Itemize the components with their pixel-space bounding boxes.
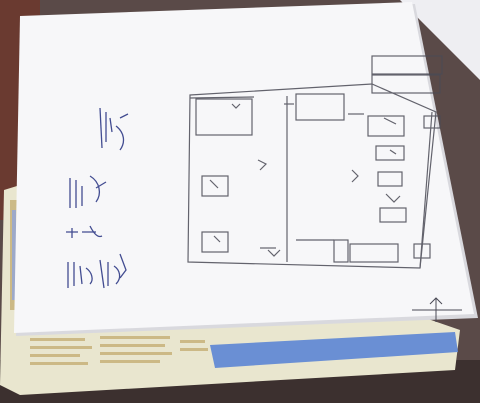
floor-plan-sketch (187, 55, 443, 269)
north-arrow-mark (412, 297, 462, 322)
sketch-paper (14, 2, 478, 336)
paper-corner-top-right (400, 0, 480, 80)
handwritten-notes (66, 107, 129, 289)
